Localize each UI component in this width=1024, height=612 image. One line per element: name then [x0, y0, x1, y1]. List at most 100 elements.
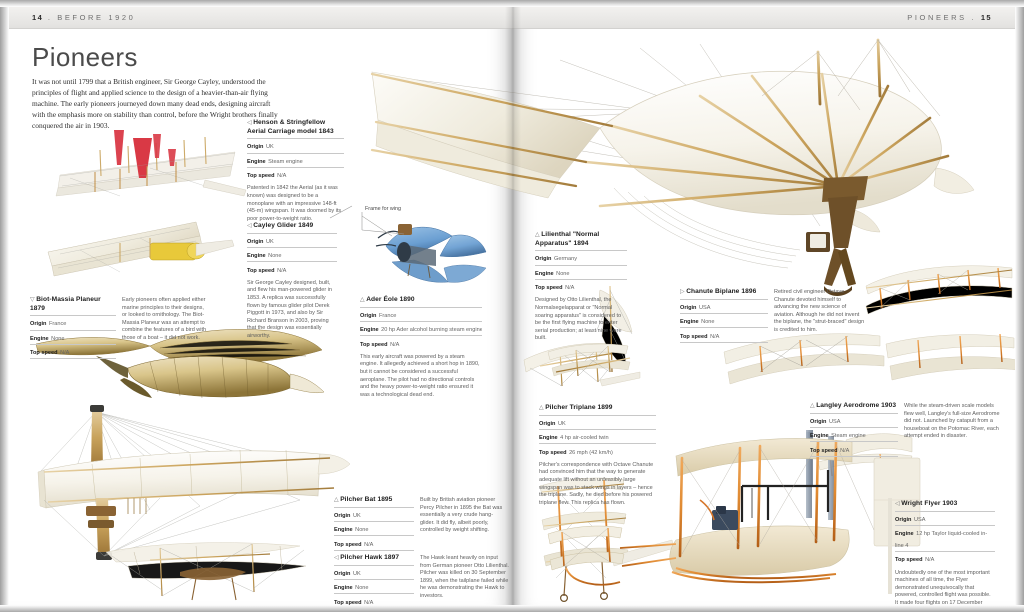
caption-heading: △Pilcher Triplane 1899	[539, 404, 656, 413]
spec-value-origin: France	[378, 312, 397, 319]
spec-value-top-speed: N/A	[60, 350, 70, 357]
spec-value-top-speed: N/A	[277, 173, 287, 180]
caption-body: This early aircraft was powered by a ste…	[360, 353, 480, 398]
spec-label-top-speed: Top speed	[895, 557, 923, 564]
caption-title: Pilcher Bat 1895	[340, 496, 393, 503]
caption-arrow-icon: ▷	[680, 289, 685, 295]
spec-label-top-speed: Top speed	[810, 447, 838, 454]
caption-title: Langley Aerodrome 1903	[816, 402, 897, 409]
spec-value-engine: None	[355, 527, 369, 534]
spec-label-top-speed: Top speed	[247, 267, 275, 274]
caption-title: Wright Flyer 1903	[901, 500, 958, 507]
caption-lilienthal-normal-apparatus: △Lilienthal "Normal Apparatus" 1894 Orig…	[535, 231, 627, 343]
caption-heading: ▷Chanute Biplane 1896	[680, 288, 768, 297]
caption-arrow-icon: △	[334, 497, 339, 503]
caption-heading: △Pilcher Bat 1895	[334, 496, 414, 505]
folio-right-section: PIONEERS	[907, 13, 967, 22]
spec-value-engine: Steam engine	[831, 433, 866, 440]
spec-label-engine: Engine	[334, 527, 353, 534]
caption-heading: △Ader Éole 1890	[360, 296, 482, 305]
spec-label-origin: Origin	[535, 256, 552, 263]
spec-value-top-speed: N/A	[565, 285, 575, 292]
spec-label-origin: Origin	[680, 304, 697, 311]
caption-heading: ◁Cayley Glider 1849	[247, 222, 337, 231]
spec-value-origin: USA	[698, 304, 711, 311]
caption-title: Chanute Biplane 1896	[686, 288, 757, 295]
spec-label-engine: Engine	[539, 435, 558, 442]
spec-value-top-speed: N/A	[390, 341, 400, 348]
page-edge-bottom	[0, 605, 1024, 612]
spec-label-top-speed: Top speed	[535, 285, 563, 292]
caption-body: Pilcher's correspondence with Octave Cha…	[539, 461, 654, 506]
caption-heading: △Langley Aerodrome 1903	[810, 402, 898, 411]
caption-body: Patented in 1842 the Aerial (as it was k…	[247, 185, 342, 222]
folio-right-page: 15	[980, 13, 992, 22]
spec-label-engine: Engine	[247, 158, 266, 165]
spec-value-engine: None	[355, 585, 369, 592]
spec-value-top-speed: N/A	[364, 599, 374, 606]
spec-label-top-speed: Top speed	[334, 541, 362, 548]
caption-body: Sir George Cayley designed, built, and f…	[247, 279, 332, 339]
folio-right: PIONEERS . 15	[907, 13, 992, 22]
spec-label-origin: Origin	[810, 418, 827, 425]
spec-label-engine: Engine	[895, 531, 914, 538]
spec-label-origin: Origin	[895, 516, 912, 523]
spec-label-top-speed: Top speed	[539, 449, 567, 456]
folio-left-page: 14	[32, 13, 44, 22]
caption-arrow-icon: △	[360, 297, 365, 303]
spec-value-origin: UK	[352, 512, 361, 519]
spec-label-origin: Origin	[247, 144, 264, 151]
caption-heading: ◁Pilcher Hawk 1897	[334, 554, 414, 563]
spec-label-origin: Origin	[360, 312, 377, 319]
folio-right-sep: .	[971, 13, 977, 22]
spec-value-engine: Steam engine	[268, 158, 303, 165]
spec-value-origin: France	[48, 321, 67, 328]
caption-body: Designed by Otto Lilienthal, the Normals…	[535, 297, 622, 342]
spec-value-engine: None	[51, 335, 65, 342]
spec-label-engine: Engine	[810, 433, 829, 440]
spec-label-origin: Origin	[334, 570, 351, 577]
caption-title: Henson & Stringfellow Aerial Carriage mo…	[247, 119, 334, 135]
caption-title: Ader Éole 1890	[366, 296, 415, 303]
caption-body: Built by British aviation pioneer Percy …	[420, 497, 503, 534]
caption-body: Early pioneers often applied either mari…	[122, 297, 207, 341]
spec-value-origin: UK	[265, 238, 274, 245]
spec-value-top-speed: N/A	[925, 557, 935, 564]
spec-value-engine: None	[268, 253, 282, 260]
standfirst-paragraph: It was not until 1799 that a British eng…	[32, 77, 278, 131]
spec-label-top-speed: Top speed	[360, 341, 388, 348]
spec-value-origin: USA	[913, 516, 926, 523]
caption-arrow-icon: ◁	[895, 501, 900, 507]
folio-left: 14 . BEFORE 1920	[32, 13, 135, 22]
caption-arrow-icon: △	[539, 405, 544, 411]
spec-label-engine: Engine	[680, 319, 699, 326]
caption-body: While the steam-driven scale models flew…	[904, 403, 1000, 440]
caption-heading: ◁Wright Flyer 1903	[895, 500, 995, 509]
spec-value-origin: Germany	[553, 256, 577, 263]
folio-left-sep: .	[47, 13, 53, 22]
spec-value-origin: UK	[265, 144, 274, 151]
page-edge-left	[0, 0, 9, 612]
